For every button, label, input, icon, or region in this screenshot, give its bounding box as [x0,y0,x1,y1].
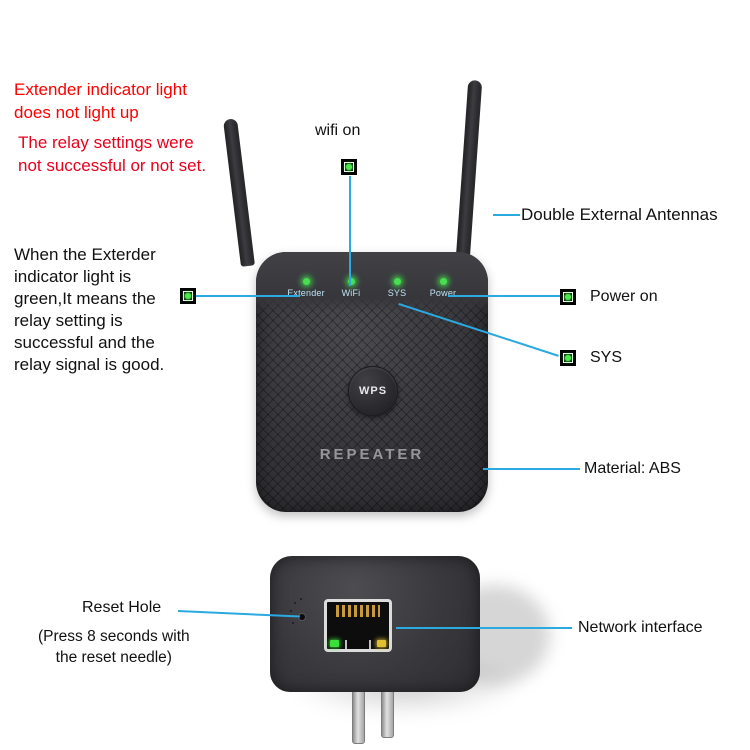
ethernet-led-green [330,640,339,647]
sys-led-icon [560,350,576,366]
plug-prong-left [352,688,365,744]
label-reset-hint: (Press 8 seconds with the reset needle) [38,628,190,666]
sys-led-label: SYS [387,288,407,298]
warning-text-extender: Extender indicator light does not light … [14,80,187,122]
wifi-led-label: WiFi [341,288,361,298]
ethernet-latch-slot [345,640,371,649]
callout-line-antennas [493,214,520,216]
wps-button: WPS [348,366,398,416]
label-network-interface: Network interface [578,619,703,636]
extender-led [302,278,310,285]
label-material: Material: ABS [584,460,681,477]
repeater-body: Extender WiFi SYS Power WPS REPEATER [256,252,488,512]
label-sys: SYS [590,349,623,366]
callout-line-wifi [349,176,351,286]
ethernet-pins [336,605,380,617]
power-led-icon [560,289,576,305]
extender-led-icon [180,288,196,304]
warning-text-relay: The relay settings were not successful o… [18,133,207,175]
ethernet-port [324,599,392,652]
antenna-right [456,79,483,257]
callout-line-extender [196,295,300,297]
led-group-extender: Extender [284,278,328,298]
plug-prong-right [381,688,394,738]
led-group-sys: SYS [375,278,419,298]
callout-line-power [448,295,560,297]
brand-text: REPEATER [319,446,425,463]
extender-led-label: Extender [287,288,325,298]
wifi-led-icon [341,159,357,175]
antenna-left [223,118,255,267]
led-group-power: Power [421,278,465,298]
power-led [439,278,447,285]
ethernet-led-yellow [377,640,386,647]
power-led-label: Power [429,288,457,298]
callout-line-material [483,468,580,470]
note-extender-green: When the Exterder indicator light is gre… [14,245,165,374]
repeater-top-panel [256,252,488,312]
label-power-on: Power on [590,288,658,305]
reset-hole [299,614,305,620]
wifi-led [347,278,355,285]
label-antennas: Double External Antennas [521,205,718,224]
callout-line-network [396,627,572,629]
led-group-wifi: WiFi [329,278,373,298]
sys-led [393,278,401,285]
label-reset-hole: Reset Hole [82,599,162,616]
label-wifi-on: wifi on [315,122,361,139]
plug-unit-body [270,556,480,692]
vent-holes [294,602,296,604]
